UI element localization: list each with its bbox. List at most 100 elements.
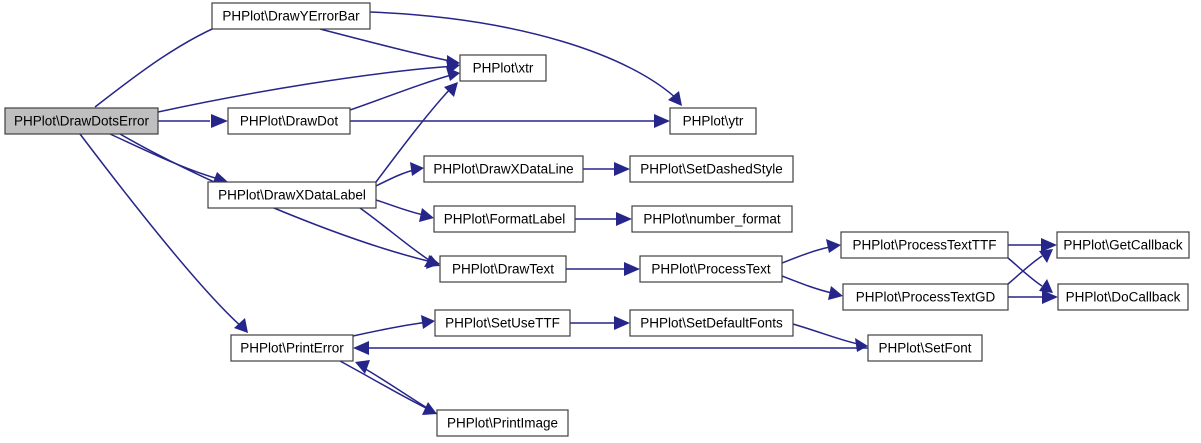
- arrowhead-SetUseTTF-to-SetDefaultFonts: [614, 316, 630, 330]
- node-DoCallback[interactable]: PHPlot\DoCallback: [1057, 283, 1189, 311]
- node-box-SetUseTTF[interactable]: [434, 309, 571, 337]
- node-label-ProcessText: PHPlot\ProcessText: [651, 262, 771, 277]
- arrowhead-DrawXDataLine-to-SetDashedStyle: [614, 162, 630, 176]
- node-box-PrintError[interactable]: [230, 334, 354, 362]
- edge-ProcessTextTTF-to-DoCallback: [1007, 257, 1043, 287]
- node-box-xtr[interactable]: [459, 54, 547, 82]
- node-box-SetDefaultFonts[interactable]: [629, 309, 794, 337]
- node-label-DrawDotsError: PHPlot\DrawDotsError: [14, 114, 150, 129]
- edge-PrintError-to-SetUseTTF: [352, 321, 429, 337]
- edges-layer: [79, 11, 1058, 415]
- node-box-DrawDot[interactable]: [227, 107, 351, 135]
- arrowhead-DrawXDataLabel-to-DrawText: [424, 255, 440, 267]
- node-box-DoCallback[interactable]: [1057, 283, 1189, 311]
- node-label-DrawYErrorBar: PHPlot\DrawYErrorBar: [222, 9, 360, 24]
- edge-ProcessText-to-ProcessTextGD: [781, 275, 833, 294]
- node-box-FormatLabel[interactable]: [433, 205, 576, 233]
- edge-PrintError-to-PrintImage: [339, 360, 431, 411]
- node-box-ProcessTextGD[interactable]: [842, 283, 1009, 311]
- node-box-DrawText[interactable]: [439, 255, 567, 283]
- node-label-xtr: PHPlot\xtr: [473, 61, 534, 76]
- arrowhead-ProcessTextTTF-to-DoCallback: [1039, 279, 1053, 293]
- node-label-SetUseTTF: PHPlot\SetUseTTF: [445, 316, 560, 331]
- node-PrintImage[interactable]: PHPlot\PrintImage: [436, 409, 569, 437]
- node-DrawText[interactable]: PHPlot\DrawText: [439, 255, 567, 283]
- edge-PrintImage-to-PrintError: [361, 366, 438, 415]
- edge-DrawYErrorBar-to-xtr: [319, 28, 456, 63]
- node-DrawXDataLabel[interactable]: PHPlot\DrawXDataLabel: [207, 181, 377, 209]
- arrowhead-DrawDot-to-xtr: [446, 67, 460, 81]
- node-ProcessTextGD[interactable]: PHPlot\ProcessTextGD: [842, 283, 1009, 311]
- node-DrawDot[interactable]: PHPlot\DrawDot: [227, 107, 351, 135]
- edge-ProcessTextGD-to-GetCallback: [1007, 255, 1043, 285]
- node-label-number_format: PHPlot\number_format: [643, 212, 781, 227]
- arrowhead-DrawXDataLabel-to-xtr: [444, 82, 458, 97]
- node-PrintError[interactable]: PHPlot\PrintError: [230, 334, 354, 362]
- node-label-DoCallback: PHPlot\DoCallback: [1066, 290, 1181, 305]
- edge-DrawDotsError-to-PrintError: [79, 133, 244, 329]
- node-SetDashedStyle[interactable]: PHPlot\SetDashedStyle: [629, 155, 794, 183]
- nodes-layer: PHPlot\DrawDotsError PHPlot\DrawYErrorBar…: [4, 2, 1190, 437]
- arrowhead-ProcessTextTTF-to-GetCallback: [1041, 238, 1057, 252]
- node-GetCallback[interactable]: PHPlot\GetCallback: [1056, 231, 1190, 259]
- node-label-DrawText: PHPlot\DrawText: [452, 262, 554, 277]
- arrowhead-DrawXDataLabel-to-DrawXDataLine: [410, 162, 424, 176]
- node-box-ProcessText[interactable]: [639, 255, 783, 283]
- node-box-number_format[interactable]: [631, 205, 793, 233]
- node-box-SetFont[interactable]: [867, 334, 983, 362]
- edge-DrawDotsError-to-xtr: [157, 65, 456, 113]
- node-label-FormatLabel: PHPlot\FormatLabel: [444, 212, 566, 227]
- arrowhead-DrawYErrorBar-to-xtr: [447, 55, 460, 69]
- node-ProcessTextTTF[interactable]: PHPlot\ProcessTextTTF: [840, 231, 1009, 259]
- arrowhead-DrawDotsError-to-PrintError: [234, 318, 248, 333]
- node-label-SetFont: PHPlot\SetFont: [878, 341, 971, 356]
- arrowhead-DrawDotsError-to-DrawDot: [211, 114, 228, 128]
- node-label-ProcessTextGD: PHPlot\ProcessTextGD: [856, 290, 996, 305]
- arrowhead-SetDefaultFonts-to-SetFont: [855, 338, 868, 352]
- arrowhead-SetFont-to-PrintError: [353, 341, 369, 355]
- node-ytr[interactable]: PHPlot\ytr: [669, 107, 757, 135]
- node-label-DrawDot: PHPlot\DrawDot: [240, 114, 339, 129]
- node-box-DrawXDataLabel[interactable]: [207, 181, 377, 209]
- node-box-SetDashedStyle[interactable]: [629, 155, 794, 183]
- node-box-DrawXDataLine[interactable]: [423, 155, 584, 183]
- node-box-ytr[interactable]: [669, 107, 757, 135]
- node-FormatLabel[interactable]: PHPlot\FormatLabel: [433, 205, 576, 233]
- node-ProcessText[interactable]: PHPlot\ProcessText: [639, 255, 783, 283]
- node-SetDefaultFonts[interactable]: PHPlot\SetDefaultFonts: [629, 309, 794, 337]
- node-box-PrintImage[interactable]: [436, 409, 569, 437]
- node-label-SetDashedStyle: PHPlot\SetDashedStyle: [640, 162, 783, 177]
- arrowhead-ProcessTextGD-to-GetCallback: [1039, 249, 1053, 263]
- node-label-DrawXDataLine: PHPlot\DrawXDataLine: [433, 162, 573, 177]
- node-box-DrawDotsError[interactable]: [4, 107, 159, 135]
- node-DrawXDataLine[interactable]: PHPlot\DrawXDataLine: [423, 155, 584, 183]
- edge-DrawDot-to-xtr: [349, 73, 456, 111]
- arrowhead-FormatLabel-to-number_format: [616, 212, 632, 226]
- edge-DrawXDataLabel-to-DrawText: [359, 207, 433, 263]
- arrowhead-DrawText-to-ProcessText: [624, 262, 640, 276]
- node-label-PrintError: PHPlot\PrintError: [240, 341, 344, 356]
- node-DrawYErrorBar[interactable]: PHPlot\DrawYErrorBar: [211, 2, 371, 30]
- arrowhead-DrawXDataLabel-to-FormatLabel: [419, 208, 434, 222]
- arrowhead-ProcessText-to-ProcessTextGD: [828, 286, 843, 300]
- node-box-GetCallback[interactable]: [1056, 231, 1190, 259]
- node-label-PrintImage: PHPlot\PrintImage: [447, 416, 558, 431]
- edge-DrawDotsError-to-DrawYErrorBar: [94, 20, 232, 108]
- arrowhead-DrawYErrorBar-to-ytr: [668, 91, 682, 106]
- node-label-ytr: PHPlot\ytr: [683, 114, 744, 129]
- node-SetFont[interactable]: PHPlot\SetFont: [867, 334, 983, 362]
- edge-DrawYErrorBar-to-ytr: [369, 11, 679, 101]
- arrowhead-DrawDot-to-ytr: [654, 114, 670, 128]
- node-box-ProcessTextTTF[interactable]: [840, 231, 1009, 259]
- node-number_format[interactable]: PHPlot\number_format: [631, 205, 793, 233]
- node-box-DrawYErrorBar[interactable]: [211, 2, 371, 30]
- node-label-DrawXDataLabel: PHPlot\DrawXDataLabel: [218, 188, 366, 203]
- arrowhead-ProcessText-to-ProcessTextTTF: [826, 239, 841, 253]
- node-DrawDotsError[interactable]: PHPlot\DrawDotsError: [4, 107, 159, 135]
- node-SetUseTTF[interactable]: PHPlot\SetUseTTF: [434, 309, 571, 337]
- node-xtr[interactable]: PHPlot\xtr: [459, 54, 547, 82]
- arrowhead-PrintImage-to-PrintError: [355, 360, 370, 374]
- edge-DrawDotsError-to-DrawXDataLabel: [109, 133, 223, 181]
